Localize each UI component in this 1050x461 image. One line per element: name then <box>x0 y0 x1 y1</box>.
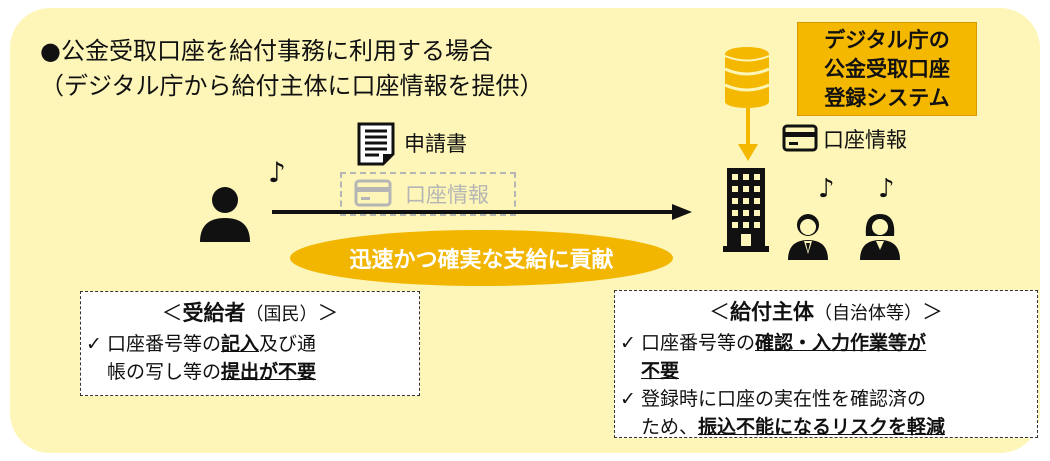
official-woman-icon <box>860 214 900 260</box>
heading-line-1: ●公金受取口座を給付事務に利用する場合 <box>40 37 493 65</box>
check-icon: ✓ <box>86 333 102 355</box>
system-box-line-3: 登録システム <box>824 85 950 110</box>
music-note-icon: ♪ <box>818 174 835 204</box>
account-info-faded-label: 口座情報 <box>405 183 489 207</box>
card-icon <box>354 179 392 207</box>
recipient-box: ＜受給者（国民）＞ ✓ 口座番号等の記入及び通 帳の写し等の提出が不要 <box>80 291 420 396</box>
official-man-icon <box>788 214 828 260</box>
down-arrow <box>738 108 758 161</box>
provider-title: ＜給付主体（自治体等）＞ <box>709 300 943 324</box>
application-label: 申請書 <box>404 132 467 156</box>
document-icon <box>357 122 395 166</box>
system-box-line-2: 公金受取口座 <box>824 56 950 81</box>
heading: ●公金受取口座を給付事務に利用する場合 （デジタル庁から給付主体に口座情報を提供… <box>40 34 544 104</box>
flow-arrow <box>272 204 692 220</box>
provider-box: ＜給付主体（自治体等）＞ ✓ 口座番号等の確認・入力作業等が 不要 ✓ 登録時に… <box>614 290 1038 438</box>
recipient-title: ＜受給者（国民）＞ <box>161 301 339 325</box>
account-info-label: 口座情報 <box>823 128 907 152</box>
system-box-line-1: デジタル庁の <box>824 27 950 52</box>
account-info-dashed-box <box>340 172 516 216</box>
music-note-icon: ♪ <box>268 156 286 189</box>
check-icon: ✓ <box>620 388 636 410</box>
recipient-point: ✓ 口座番号等の記入及び通 帳の写し等の提出が不要 <box>81 330 419 386</box>
music-note-icon: ♪ <box>878 174 895 204</box>
digital-agency-system-box: デジタル庁の 公金受取口座 登録システム <box>797 22 977 116</box>
provider-point-1: ✓ 口座番号等の確認・入力作業等が 不要 <box>615 329 1037 385</box>
check-icon: ✓ <box>620 332 636 354</box>
card-icon <box>782 124 818 152</box>
building-icon <box>723 168 769 252</box>
benefit-oval: 迅速かつ確実な支給に貢献 <box>290 230 673 286</box>
heading-line-2: （デジタル庁から給付主体に口座情報を提供） <box>40 72 544 100</box>
person-icon <box>200 187 250 242</box>
benefit-label: 迅速かつ確実な支給に貢献 <box>349 248 614 273</box>
database-icon <box>724 47 770 108</box>
provider-point-2: ✓ 登録時に口座の実在性を確認済の ため、振込不能になるリスクを軽減 <box>615 385 1037 441</box>
